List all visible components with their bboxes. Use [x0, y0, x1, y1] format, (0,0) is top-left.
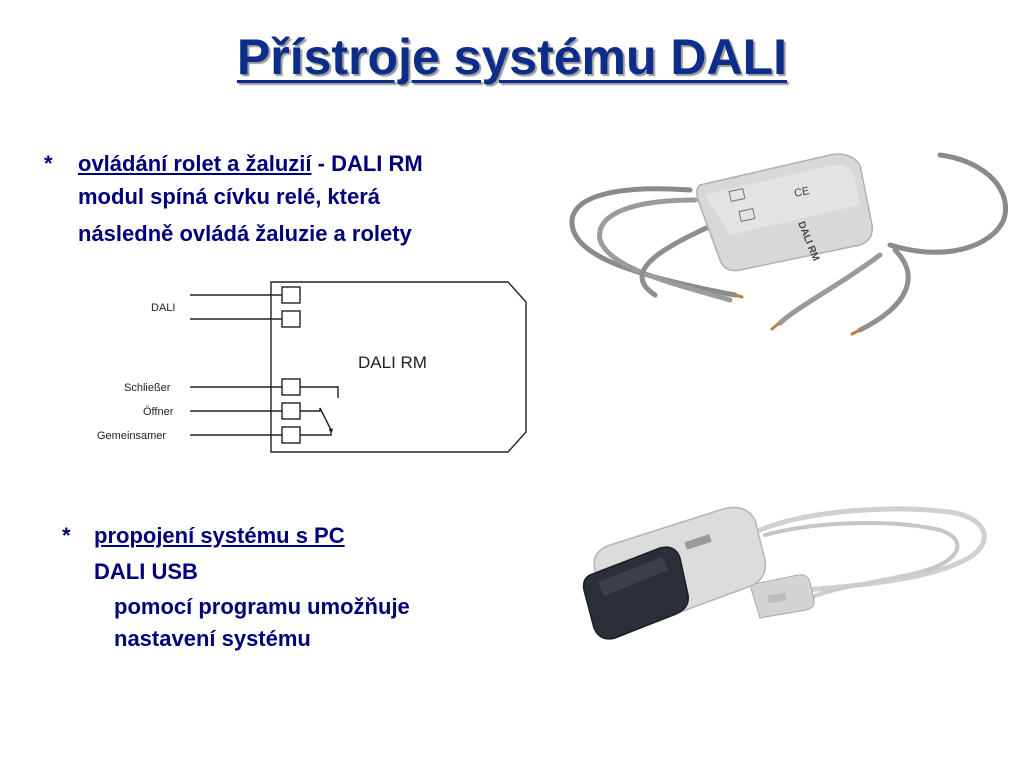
bullet-2-heading: propojení systému s PC	[94, 523, 345, 548]
bullet-2-line-3: pomocí programu umožňuje	[114, 594, 410, 619]
dali-usb-device-image	[582, 506, 987, 640]
bullet-star: *	[62, 523, 71, 548]
slide-title: Přístroje systému DALI	[236, 29, 788, 85]
bullet-1-line-1: ovládání rolet a žaluzií - DALI RM	[78, 148, 423, 179]
diagram-box-label: DALI RM	[358, 353, 427, 372]
bullet-1-rest: - DALI RM	[311, 151, 423, 176]
dali-rm-wiring-diagram: DALI Schließer Öffner Gemeinsamer DALI R…	[97, 281, 527, 453]
diagram-label-schliesser: Schließer	[124, 382, 171, 394]
bullet-2-line-4: nastavení systému	[114, 626, 311, 651]
bullet-1-line-3: následně ovládá žaluzie a rolety	[78, 221, 412, 246]
bullet-1-heading: ovládání rolet a žaluzií	[78, 151, 312, 176]
bullet-star: *	[44, 151, 53, 176]
diagram-label-gemeinsamer: Gemeinsamer	[97, 430, 166, 442]
dali-rm-device-image: CE DALI RM	[569, 152, 1009, 336]
device-ce-mark: CE	[793, 185, 810, 200]
bullet-1-line-2: modul spíná cívku relé, která	[78, 184, 381, 209]
bullet-2-line-2: DALI USB	[94, 559, 198, 584]
diagram-label-dali: DALI	[151, 302, 175, 314]
diagram-label-offner: Öffner	[143, 406, 174, 418]
